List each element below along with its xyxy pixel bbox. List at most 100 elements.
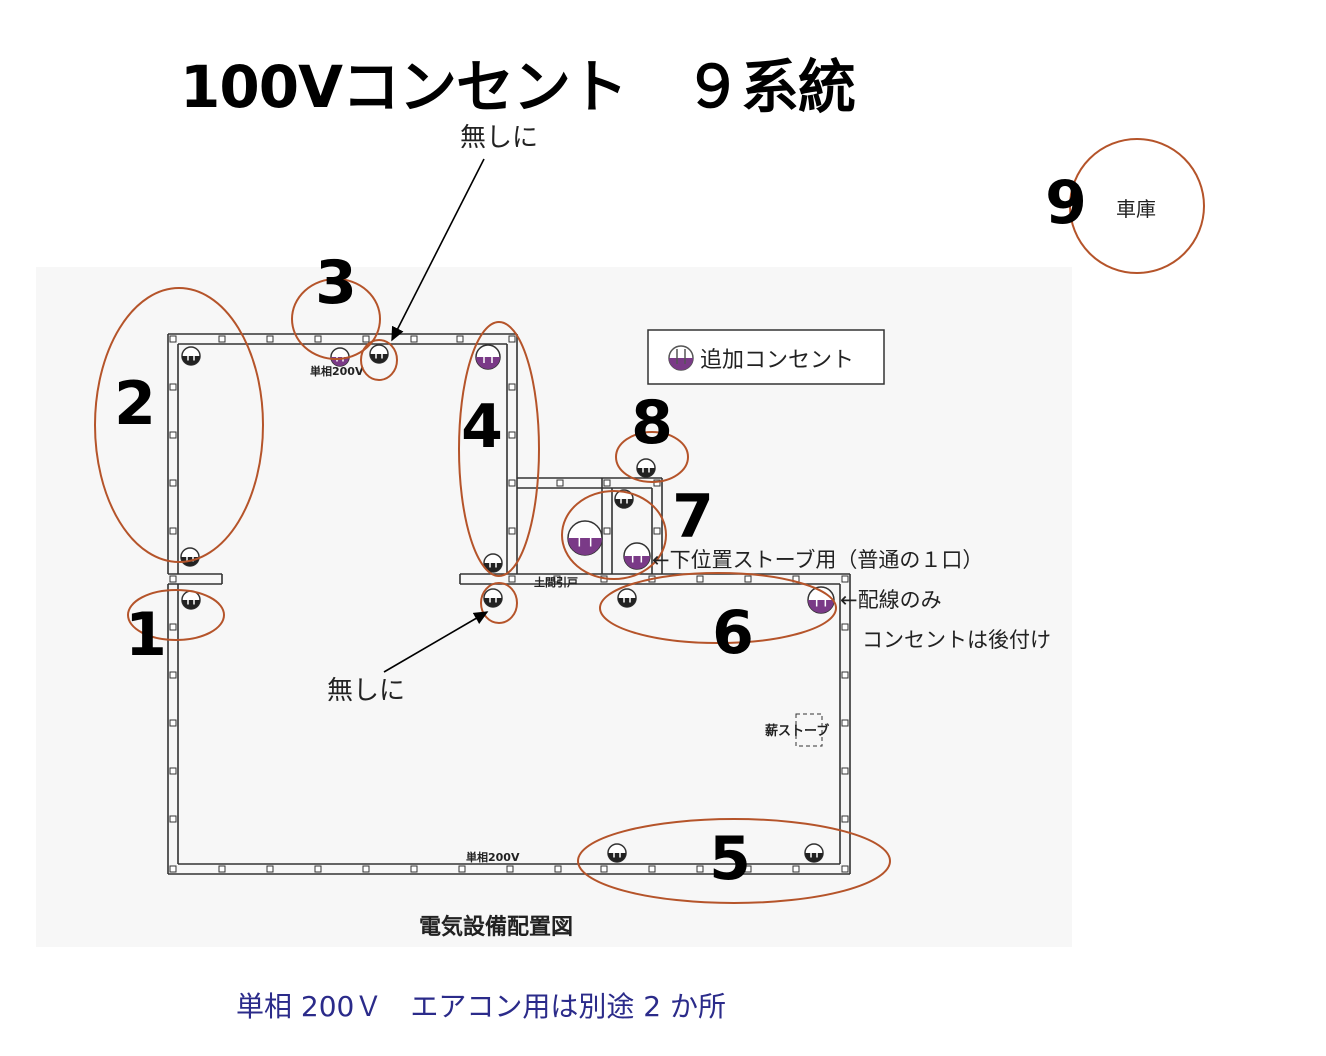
wall-post [169,865,177,873]
added-outlet-icon [668,345,694,371]
wall-post [169,383,177,391]
wood-stove-outline [795,713,823,747]
annotation-stove-outlet: ←下位置ストーブ用（普通の１口） [652,548,983,572]
floor-plan-walls [167,333,851,875]
entrance-door-label: 土間引戸 [534,575,578,589]
annotation-outlet-later: コンセントは後付け [862,628,1051,652]
group-5-ellipse [577,818,891,904]
added-outlet-icon [475,344,501,370]
wall-post [410,865,418,873]
removed-outlet-ellipse [480,582,518,624]
annotation-wiring-only: ←配線のみ [840,588,942,612]
wall-post [218,865,226,873]
outlet-icon [614,489,634,509]
arrow-to-removed-outlet-top [391,158,485,342]
wood-stove-label: 薪ストーブ [765,723,829,739]
wall-post [169,671,177,679]
wall-post [603,527,611,535]
group-3-ellipse [291,278,381,360]
wall-post [841,623,849,631]
annotation-none-bottom: 無しに [327,676,405,706]
outlet-icon [636,458,656,478]
group-number-8: 8 [631,388,673,458]
wall-post [508,431,516,439]
wall-post [169,815,177,823]
wall-post [362,335,370,343]
wall-post [169,527,177,535]
group-9-ellipse [1069,138,1205,274]
wall-post [169,431,177,439]
wall-post [266,335,274,343]
outlet-symbols [180,344,835,863]
wall-post [556,479,564,487]
wall-post [169,479,177,487]
wall-post [841,575,849,583]
wall-post [600,865,608,873]
group-7-ellipse [561,490,667,580]
wall-post [266,865,274,873]
group-1-ellipse [127,589,225,641]
wall-post [603,479,611,487]
group-ellipses [94,138,1205,904]
arrow-to-removed-outlet-bottom [383,611,489,673]
outlet-icon [617,588,637,608]
garage-label: 車庫 [1116,197,1156,221]
wall-post [841,815,849,823]
outlet-icon [180,547,200,567]
group-number-4: 4 [461,392,503,462]
wall-post [508,479,516,487]
wall-post [744,575,752,583]
drawing-background [36,267,1072,947]
wall-post [841,865,849,873]
wall-post [314,335,322,343]
outlet-icon [804,843,824,863]
group-number-5: 5 [709,824,751,894]
wall-post [169,335,177,343]
wall-post [508,575,516,583]
wall-post [696,575,704,583]
wall-post [554,865,562,873]
wall-post [410,335,418,343]
group-number-6: 6 [712,598,754,668]
wall-post [169,575,177,583]
outlet-icon [483,588,503,608]
added-outlet-icon [623,542,651,570]
wall-post [744,865,752,873]
drawing-title: 電気設備配置図 [419,914,573,940]
wall-post [553,575,561,583]
wall-post [696,865,704,873]
wall-posts [169,335,849,873]
outlet-icon [181,346,201,366]
outlet-icon [369,344,389,364]
legend-label: 追加コンセント [700,348,854,373]
wall-post [362,865,370,873]
wall-post [841,767,849,775]
group-number-7: 7 [672,482,714,552]
wall-post [508,335,516,343]
group-number-2: 2 [114,369,156,439]
single-phase-label-bottom: 単相200V [466,850,520,864]
added-outlet-icon [567,520,603,556]
group-6-ellipse [599,572,837,644]
annotation-none-top: 無しに [460,123,538,153]
wall-post [218,335,226,343]
single-phase-label-top: 単相200V [310,364,364,378]
group-number-1: 1 [125,600,167,670]
wall-post [506,865,514,873]
wall-post [169,623,177,631]
legend: 追加コンセント [647,329,885,385]
wall-post [169,719,177,727]
outlet-icon [483,553,503,573]
outlet-icon [607,843,627,863]
wall-post [456,335,464,343]
wall-post [648,865,656,873]
group-3-small-ellipse [360,339,398,381]
wall-post [841,719,849,727]
group-4-ellipse [458,321,540,577]
outlet-icon [181,590,201,610]
wall-post [508,527,516,535]
footer-note: 単相 200Ｖ エアコン用は別途 2 か所 [236,990,726,1023]
page-title: 100Vコンセント ９系統 [180,53,856,121]
group-number-3: 3 [315,248,357,318]
wall-post [508,383,516,391]
